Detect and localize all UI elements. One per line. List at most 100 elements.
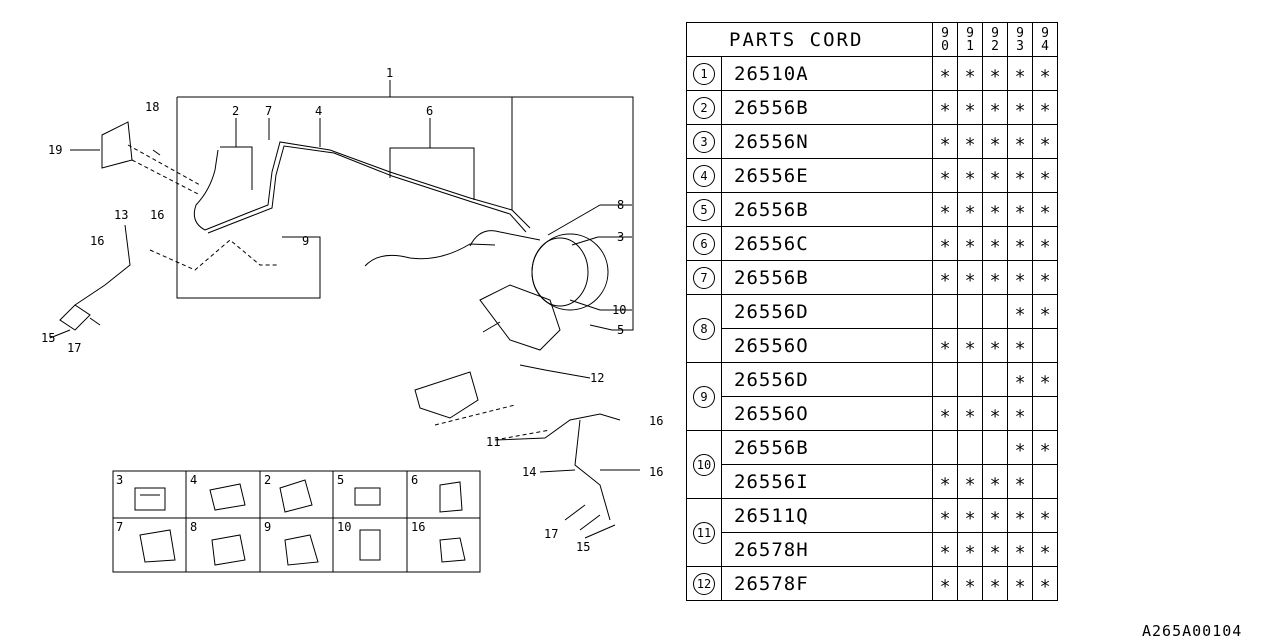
inset-label-2: 2 xyxy=(264,473,271,487)
applicability-cell: ∗ xyxy=(957,260,983,295)
inset-label-6: 6 xyxy=(411,473,418,487)
part-code-cell: 26578H xyxy=(721,532,933,567)
part-code-cell: 26556B xyxy=(721,260,933,295)
callout-3: 3 xyxy=(617,230,624,244)
applicability-cell: ∗ xyxy=(932,158,958,193)
applicable-mark: ∗ xyxy=(989,335,1001,356)
callout-9: 9 xyxy=(302,234,309,248)
applicability-cell xyxy=(957,362,983,397)
applicable-mark: ∗ xyxy=(964,165,976,186)
applicability-cell: ∗ xyxy=(982,158,1008,193)
applicability-cell: ∗ xyxy=(932,498,958,533)
inset-label-5: 5 xyxy=(337,473,344,487)
applicability-cell: ∗ xyxy=(932,328,958,363)
applicable-mark: ∗ xyxy=(939,471,951,492)
ref-number-cell: 1 xyxy=(686,56,722,91)
applicability-cell: ∗ xyxy=(1032,158,1058,193)
callout-12: 12 xyxy=(590,371,604,385)
parts-cord-heading: PARTS CORD xyxy=(686,22,933,57)
applicable-mark: ∗ xyxy=(939,335,951,356)
table-row: 26556I∗∗∗∗ xyxy=(687,464,1058,499)
applicable-mark: ∗ xyxy=(964,199,976,220)
ref-number-cell: 11 xyxy=(686,498,722,567)
callout-4: 4 xyxy=(315,104,322,118)
applicable-mark: ∗ xyxy=(989,233,1001,254)
applicability-cell xyxy=(957,294,983,329)
diagram-reference-code: A265A00104 xyxy=(1142,622,1243,640)
inset-label-9: 9 xyxy=(264,520,271,534)
applicability-cell: ∗ xyxy=(957,328,983,363)
applicability-cell: ∗ xyxy=(982,90,1008,125)
applicable-mark: ∗ xyxy=(1039,301,1051,322)
applicability-cell: ∗ xyxy=(932,124,958,159)
applicability-cell: ∗ xyxy=(1032,498,1058,533)
applicable-mark: ∗ xyxy=(939,199,951,220)
applicable-mark: ∗ xyxy=(939,63,951,84)
applicability-cell: ∗ xyxy=(1032,192,1058,227)
applicability-cell: ∗ xyxy=(957,56,983,91)
applicable-mark: ∗ xyxy=(1039,97,1051,118)
applicable-mark: ∗ xyxy=(1014,97,1026,118)
ref-number-circle: 10 xyxy=(693,453,715,476)
applicability-cell: ∗ xyxy=(982,260,1008,295)
callout-16: 16 xyxy=(649,414,663,428)
applicable-mark: ∗ xyxy=(964,131,976,152)
applicable-mark: ∗ xyxy=(1014,403,1026,424)
part-code-cell: 26556E xyxy=(721,158,933,193)
part-code-cell: 26556O xyxy=(721,328,933,363)
applicability-cell: ∗ xyxy=(1007,192,1033,227)
ref-number-circle: 5 xyxy=(693,198,715,221)
applicability-cell: ∗ xyxy=(982,56,1008,91)
callout-17: 17 xyxy=(544,527,558,541)
applicable-mark: ∗ xyxy=(939,267,951,288)
part-code-cell: 26556O xyxy=(721,396,933,431)
applicable-mark: ∗ xyxy=(964,505,976,526)
ref-number-circle: 6 xyxy=(693,232,715,255)
callout-13: 13 xyxy=(114,208,128,222)
callout-15: 15 xyxy=(576,540,590,554)
part-code-cell: 26556D xyxy=(721,294,933,329)
applicable-mark: ∗ xyxy=(964,267,976,288)
applicability-cell: ∗ xyxy=(957,396,983,431)
applicability-cell: ∗ xyxy=(982,566,1008,601)
applicable-mark: ∗ xyxy=(939,233,951,254)
ref-number-circle: 7 xyxy=(693,266,715,289)
applicability-cell: ∗ xyxy=(1007,328,1033,363)
applicability-cell: ∗ xyxy=(1007,430,1033,465)
applicable-mark: ∗ xyxy=(1039,165,1051,186)
applicability-cell: ∗ xyxy=(1032,124,1058,159)
applicable-mark: ∗ xyxy=(1014,335,1026,356)
applicable-mark: ∗ xyxy=(1039,369,1051,390)
applicability-cell: ∗ xyxy=(932,396,958,431)
applicability-cell: ∗ xyxy=(932,464,958,499)
applicability-cell xyxy=(982,430,1008,465)
applicable-mark: ∗ xyxy=(964,539,976,560)
applicability-cell: ∗ xyxy=(982,328,1008,363)
callout-14: 14 xyxy=(522,465,536,479)
applicability-cell: ∗ xyxy=(1032,260,1058,295)
applicable-mark: ∗ xyxy=(964,233,976,254)
callout-7: 7 xyxy=(265,104,272,118)
applicability-cell: ∗ xyxy=(957,192,983,227)
ref-number-circle: 8 xyxy=(693,317,715,340)
applicability-cell: ∗ xyxy=(1032,362,1058,397)
applicability-cell: ∗ xyxy=(932,90,958,125)
callout-16: 16 xyxy=(90,234,104,248)
applicability-cell xyxy=(932,362,958,397)
callout-16: 16 xyxy=(150,208,164,222)
ref-number-circle: 11 xyxy=(693,521,715,544)
ref-number-cell: 6 xyxy=(686,226,722,261)
ref-number-circle: 3 xyxy=(693,130,715,153)
applicable-mark: ∗ xyxy=(939,97,951,118)
part-code-cell: 26556N xyxy=(721,124,933,159)
applicable-mark: ∗ xyxy=(989,403,1001,424)
applicable-mark: ∗ xyxy=(1039,131,1051,152)
